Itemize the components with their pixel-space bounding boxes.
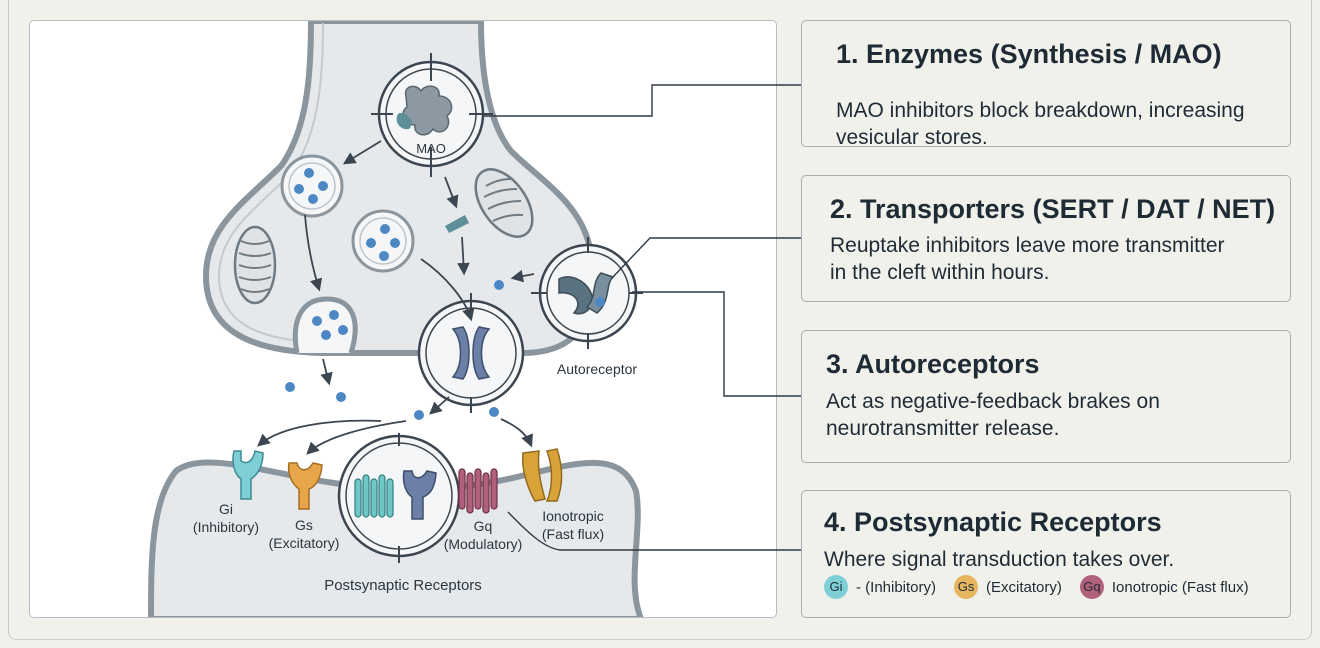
molecule bbox=[489, 407, 499, 417]
card-enzymes-title: 1. Enzymes (Synthesis / MAO) bbox=[836, 39, 1222, 69]
synapse-diagram: MAO Autoreceptor bbox=[148, 21, 644, 617]
card-autoreceptors-body-line1: Act as negative-feedback brakes on bbox=[826, 390, 1160, 413]
gi-name-label: Gi bbox=[219, 501, 233, 517]
arrows bbox=[257, 140, 535, 455]
card-transporters-body-line1: Reuptake inhibitors leave more transmitt… bbox=[830, 234, 1225, 257]
mitochondrion-left bbox=[233, 225, 277, 305]
gi-receptor: Gi (Inhibitory) bbox=[193, 450, 264, 535]
legend-label-gs: (Excitatory) bbox=[986, 578, 1062, 596]
legend-label-gq: Ionotropic (Fast flux) bbox=[1111, 578, 1249, 596]
card-enzymes: 1. Enzymes (Synthesis / MAO) MAO inhibit… bbox=[801, 20, 1291, 149]
card-autoreceptors-title: 3. Autoreceptors bbox=[826, 349, 1040, 379]
gi-type-label: (Inhibitory) bbox=[193, 519, 259, 535]
molecule bbox=[285, 382, 295, 392]
receptor-legend: Gi - (Inhibitory) Gs (Excitatory) Gq Ion… bbox=[824, 575, 1267, 599]
card-transporters-title: 2. Transporters (SERT / DAT / NET) bbox=[830, 194, 1276, 224]
postsynaptic-target bbox=[337, 433, 461, 563]
gs-type-label: (Excitatory) bbox=[269, 535, 340, 551]
card-enzymes-body-line1: MAO inhibitors block breakdown, increasi… bbox=[836, 99, 1245, 122]
gq-receptor: Gq (Modulatory) bbox=[444, 468, 523, 552]
vesicle-1 bbox=[280, 154, 344, 218]
card-postsynaptic-title: 4. Postsynaptic Receptors bbox=[824, 507, 1162, 537]
mao-enzyme: MAO bbox=[371, 53, 493, 177]
mitochondrion-right bbox=[474, 168, 534, 238]
legend-item-gi: Gi - (Inhibitory) bbox=[824, 575, 936, 599]
fusing-vesicle bbox=[292, 296, 358, 354]
legend-item-gs: Gs (Excitatory) bbox=[954, 575, 1062, 599]
gs-receptor: Gs (Excitatory) bbox=[269, 462, 340, 551]
card-autoreceptors-body-line2: neurotransmitter release. bbox=[826, 417, 1060, 440]
synapse-diagram-panel: MAO Autoreceptor bbox=[29, 20, 777, 618]
card-transporters: 2. Transporters (SERT / DAT / NET) Reupt… bbox=[801, 175, 1291, 302]
autoreceptor-label: Autoreceptor bbox=[557, 361, 637, 377]
transporter-sert-dat-net bbox=[417, 293, 525, 413]
outer-frame bbox=[8, 0, 1312, 640]
gq-name-label: Gq bbox=[474, 518, 493, 534]
card-transporters-body-line2: in the cleft within hours. bbox=[830, 261, 1050, 284]
molecule bbox=[494, 280, 504, 290]
ionotropic-type-label: (Fast flux) bbox=[542, 526, 604, 542]
card-postsynaptic: 4. Postsynaptic Receptors Where signal t… bbox=[801, 490, 1291, 618]
mao-label: MAO bbox=[416, 141, 446, 156]
molecule bbox=[336, 392, 346, 402]
card-postsynaptic-body-line1: Where signal transduction takes over. bbox=[824, 548, 1175, 571]
ionotropic-name-label: Ionotropic bbox=[542, 508, 603, 524]
card-autoreceptors: 3. Autoreceptors Act as negative-feedbac… bbox=[801, 330, 1291, 463]
legend-badge-gq: Gq bbox=[1079, 575, 1104, 599]
legend-badge-gi: Gi bbox=[824, 575, 848, 599]
legend-item-gq: Gq Ionotropic (Fast flux) bbox=[1079, 575, 1249, 599]
molecule bbox=[414, 410, 424, 420]
vesicle-2 bbox=[351, 209, 415, 273]
gq-type-label: (Modulatory) bbox=[444, 536, 523, 552]
legend-badge-gs: Gs bbox=[954, 575, 979, 599]
card-enzymes-body-line2: vesicular stores. bbox=[836, 126, 988, 149]
postsynaptic-receptors-label: Postsynaptic Receptors bbox=[324, 577, 482, 594]
gs-name-label: Gs bbox=[295, 517, 313, 533]
legend-label-gi: - (Inhibitory) bbox=[856, 578, 937, 596]
presynaptic-terminal bbox=[202, 21, 595, 356]
